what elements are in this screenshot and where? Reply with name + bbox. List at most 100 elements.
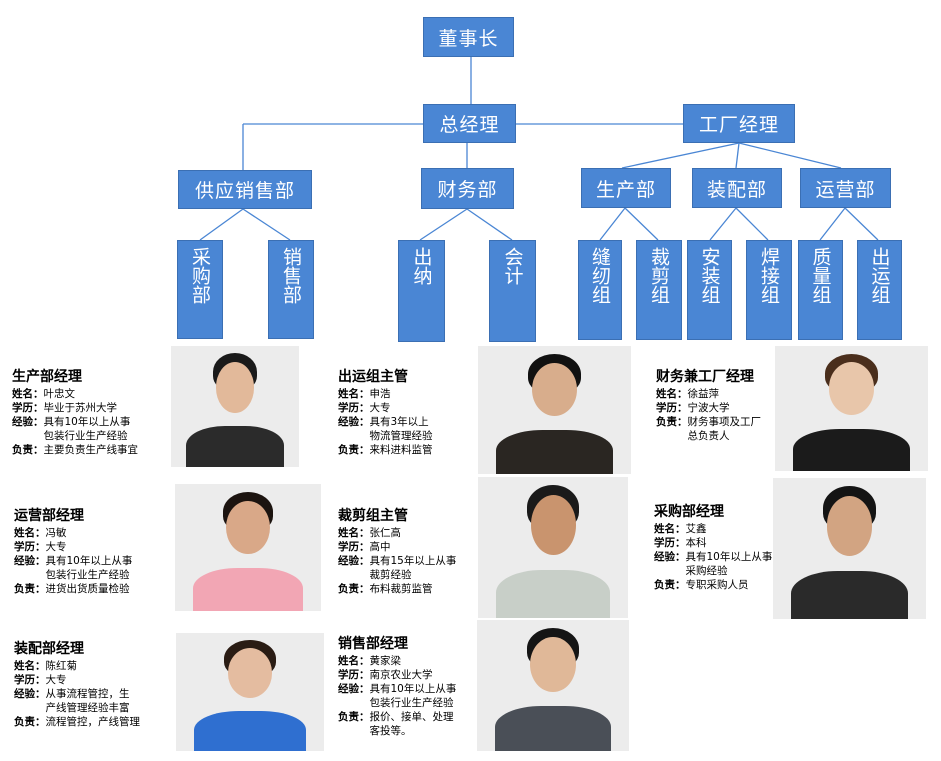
staff-name-label: 姓名：: [338, 655, 370, 667]
staff-edu-value: 宁波大学: [687, 402, 730, 414]
staff-title: 出运组主管: [338, 369, 408, 385]
connector-finance-cashier: [419, 208, 468, 241]
staff-photo-fin: [775, 346, 928, 471]
connector-sales-purchase: [199, 208, 244, 241]
staff-name-value: 艾鑫: [685, 523, 707, 535]
staff-name-row: 姓名：艾鑫: [654, 522, 794, 536]
staff-name-value: 叶忠文: [43, 388, 76, 400]
staff-name-value: 陈红菊: [45, 660, 78, 672]
node-general-manager: 总经理: [423, 104, 516, 143]
staff-exp-value: 具有10年以上从事 包装行业生产经验: [43, 416, 131, 442]
staff-exp-label: 经验：: [338, 683, 370, 695]
staff-name-row: 姓名：冯敏: [14, 526, 174, 540]
staff-title: 运营部经理: [14, 508, 84, 524]
staff-duty-value: 财务事项及工厂 总负责人: [687, 416, 762, 442]
staff-name-value: 张仁高: [369, 527, 402, 539]
staff-exp-label: 经验：: [654, 551, 686, 563]
staff-photo-ship: [478, 346, 631, 474]
node-operations-dept: 运营部: [800, 168, 891, 208]
staff-card-fin: 财务兼工厂经理姓名：徐益萍学历：宁波大学负责：财务事项及工厂 总负责人: [656, 368, 786, 443]
staff-edu-label: 学历：: [14, 674, 46, 686]
staff-photo-asm: [176, 633, 324, 751]
staff-duty-label: 负责：: [338, 583, 370, 595]
staff-exp-value: 具有10年以上从事 包装行业生产经验: [45, 555, 133, 581]
staff-title: 裁剪组主管: [338, 508, 408, 524]
staff-card-asm: 装配部经理姓名：陈红菊学历：大专经验：从事流程管控，生 产线管理经验丰富负责：流…: [14, 640, 174, 729]
staff-photo-pur: [773, 478, 926, 619]
staff-edu-label: 学历：: [656, 402, 688, 414]
staff-exp-row: 经验：具有10年以上从事 包装行业生产经验: [14, 554, 174, 582]
connector-operations-shipping: [844, 207, 879, 241]
staff-name-row: 姓名：张仁高: [338, 526, 488, 540]
staff-exp-value: 从事流程管控，生 产线管理经验丰富: [45, 688, 130, 714]
staff-photo-sales: [477, 620, 629, 751]
node-accounting-team: 会计: [489, 240, 536, 342]
staff-title: 财务兼工厂经理: [656, 369, 754, 385]
staff-title: 装配部经理: [14, 641, 84, 657]
node-shipping-team: 出运组: [857, 240, 902, 340]
staff-name-value: 黄家梁: [369, 655, 402, 667]
staff-exp-label: 经验：: [14, 555, 46, 567]
staff-duty-row: 负责：流程管控，产线管理: [14, 715, 174, 729]
connector-sales-sales: [242, 208, 291, 241]
connector-operations-quality: [819, 207, 846, 241]
connector-production-cutting: [624, 207, 659, 241]
staff-duty-row: 负责：专职采购人员: [654, 578, 794, 592]
staff-exp-value: 具有15年以上从事 裁剪经验: [369, 555, 457, 581]
staff-duty-value: 来料进料监管: [369, 444, 433, 456]
staff-duty-row: 负责：来料进料监管: [338, 443, 488, 457]
staff-edu-row: 学历：毕业于苏州大学: [12, 401, 172, 415]
staff-duty-label: 负责：: [338, 444, 370, 456]
staff-exp-row: 经验：具有10年以上从事 包装行业生产经验: [12, 415, 172, 443]
node-factory-manager: 工厂经理: [683, 104, 795, 143]
staff-duty-row: 负责：主要负责生产线事宜: [12, 443, 172, 457]
node-welding-team: 焊接组: [746, 240, 792, 340]
staff-duty-value: 进货出货质量检验: [45, 583, 130, 595]
node-supply-sales-dept: 供应销售部: [178, 170, 312, 209]
node-install-team: 安装组: [687, 240, 732, 340]
node-finance-dept: 财务部: [421, 168, 514, 209]
staff-photo-cut: [478, 477, 628, 618]
node-sewing-team: 缝纫组: [578, 240, 622, 340]
staff-exp-value: 具有3年以上 物流管理经验: [369, 416, 433, 442]
staff-edu-row: 学历：宁波大学: [656, 401, 786, 415]
staff-edu-row: 学历：大专: [338, 401, 488, 415]
staff-duty-value: 布料裁剪监管: [369, 583, 433, 595]
node-quality-team: 质量组: [798, 240, 843, 340]
staff-name-row: 姓名：陈红菊: [14, 659, 174, 673]
staff-exp-row: 经验：具有10年以上从事 包装行业生产经验: [338, 682, 488, 710]
staff-duty-label: 负责：: [12, 444, 44, 456]
staff-card-ops: 运营部经理姓名：冯敏学历：大专经验：具有10年以上从事 包装行业生产经验负责：进…: [14, 507, 174, 596]
connector-factory-operations: [738, 142, 842, 169]
staff-name-label: 姓名：: [654, 523, 686, 535]
staff-edu-row: 学历：本科: [654, 536, 794, 550]
staff-edu-value: 南京农业大学: [369, 669, 433, 681]
staff-duty-label: 负责：: [14, 583, 46, 595]
connector-assembly-install: [709, 207, 737, 241]
staff-edu-label: 学历：: [338, 541, 370, 553]
staff-duty-row: 负责：进货出货质量检验: [14, 582, 174, 596]
staff-edu-value: 大专: [45, 674, 67, 686]
staff-duty-row: 负责：财务事项及工厂 总负责人: [656, 415, 786, 443]
staff-edu-label: 学历：: [338, 669, 370, 681]
staff-duty-value: 报价、接单、处理 客投等。: [369, 711, 454, 737]
staff-name-value: 申浩: [369, 388, 391, 400]
staff-photo-prod: [171, 346, 299, 467]
staff-edu-row: 学历：高中: [338, 540, 488, 554]
connector-factory-assembly: [735, 142, 740, 169]
node-production-dept: 生产部: [581, 168, 671, 208]
node-sales-team: 销售部: [268, 240, 314, 339]
staff-duty-label: 负责：: [656, 416, 688, 428]
staff-edu-label: 学历：: [12, 402, 44, 414]
node-cashier-team: 出纳: [398, 240, 445, 342]
staff-name-label: 姓名：: [12, 388, 44, 400]
staff-card-sales: 销售部经理姓名：黄家梁学历：南京农业大学经验：具有10年以上从事 包装行业生产经…: [338, 635, 488, 738]
staff-name-row: 姓名：徐益萍: [656, 387, 786, 401]
staff-exp-value: 具有10年以上从事 包装行业生产经验: [369, 683, 457, 709]
staff-edu-value: 大专: [369, 402, 391, 414]
node-purchase-team: 采购部: [177, 240, 223, 339]
staff-edu-value: 本科: [685, 537, 707, 549]
staff-exp-value: 具有10年以上从事 采购经验: [685, 551, 773, 577]
node-assembly-dept: 装配部: [692, 168, 782, 208]
